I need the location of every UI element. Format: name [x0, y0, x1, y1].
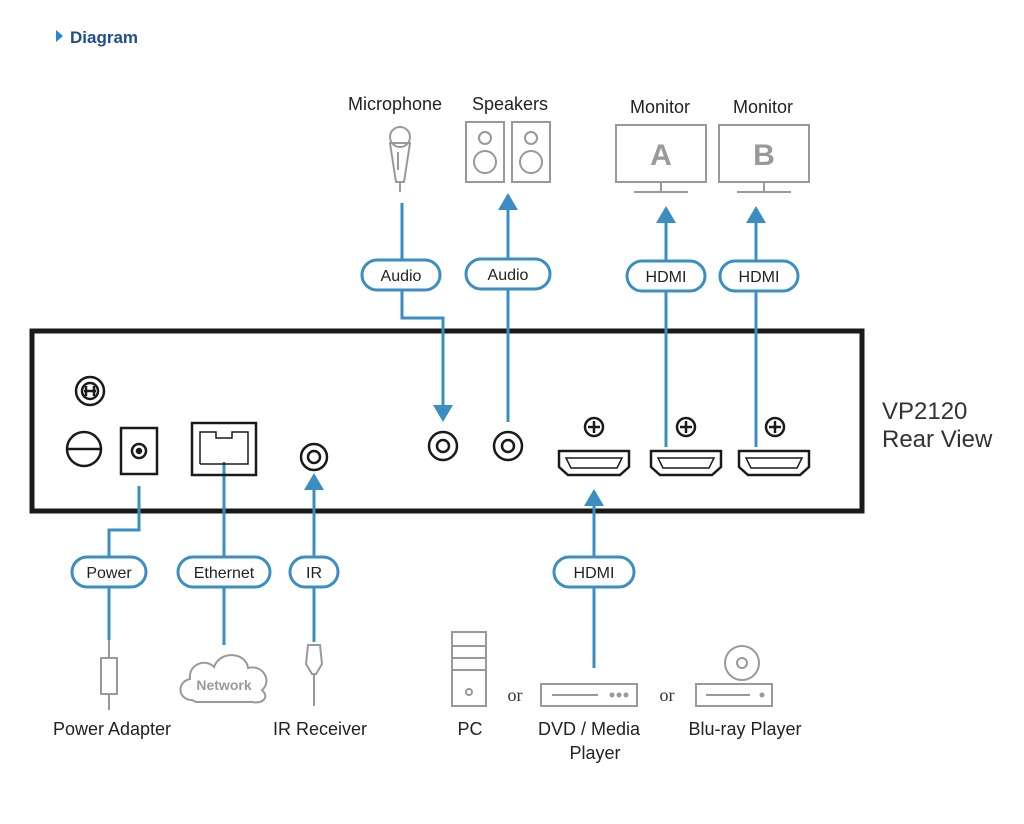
panel-ports — [65, 375, 811, 477]
pc-label: PC — [457, 719, 482, 739]
svg-text:HDMI: HDMI — [739, 269, 780, 286]
monitor-a-label: Monitor — [630, 97, 690, 117]
svg-text:Power: Power — [86, 565, 132, 582]
cable-labels: Audio Audio HDMI HDMI Power Ethernet IR — [70, 257, 800, 589]
section-title: Diagram — [70, 28, 138, 47]
speaker-audio-pill: Audio — [464, 257, 552, 291]
svg-text:IR: IR — [306, 565, 322, 582]
dc-power-jack-icon — [119, 426, 159, 476]
cables — [107, 203, 758, 668]
svg-text:Network: Network — [196, 677, 251, 693]
microphone-label: Microphone — [348, 94, 442, 114]
arrowheads — [304, 193, 766, 506]
bluray-player-icon — [695, 645, 773, 707]
hdmi-in-pill: HDMI — [552, 555, 636, 589]
hdmi-out-a-port-icon — [649, 416, 723, 477]
or-separator-1: or — [508, 685, 523, 705]
network-cloud-icon: Network — [179, 654, 268, 704]
arrow-up-icon — [746, 206, 766, 223]
arrow-up-icon — [656, 206, 676, 223]
arrow-up-icon — [304, 473, 324, 490]
ir-receiver-label: IR Receiver — [273, 719, 367, 739]
device-view: Rear View — [882, 426, 993, 453]
arrow-down-icon — [433, 405, 453, 422]
svg-text:Ethernet: Ethernet — [194, 565, 255, 582]
mic-jack-icon — [427, 430, 459, 462]
hdmi-b-pill: HDMI — [718, 259, 800, 293]
svg-text:Audio: Audio — [381, 268, 422, 285]
ir-receiver-icon — [304, 644, 324, 706]
power-switch-icon — [65, 430, 103, 468]
power-pill: Power — [70, 555, 148, 589]
speakers-label: Speakers — [472, 94, 548, 114]
triangle-bullet-icon — [56, 30, 63, 42]
speaker-jack-icon — [492, 430, 524, 462]
ethernet-pill: Ethernet — [176, 555, 272, 589]
mic-audio-pill: Audio — [360, 258, 442, 292]
arrow-up-icon — [498, 193, 518, 210]
svg-text:A: A — [650, 139, 672, 172]
bluray-player-label: Blu-ray Player — [688, 719, 801, 739]
monitor-b-label: Monitor — [733, 97, 793, 117]
svg-text:B: B — [753, 139, 775, 172]
ground-screw-icon — [74, 375, 106, 407]
power-adapter-icon — [100, 640, 118, 710]
dvd-player-label-line1: DVD / Media — [538, 719, 641, 739]
or-separator-2: or — [660, 685, 675, 705]
svg-text:HDMI: HDMI — [646, 269, 687, 286]
arrow-up-icon — [584, 489, 604, 506]
monitor-a-icon: A — [615, 124, 707, 193]
speakers-icon — [465, 121, 551, 183]
microphone-icon — [388, 126, 412, 192]
hdmi-a-pill: HDMI — [625, 259, 707, 293]
dvd-player-icon — [540, 683, 638, 707]
hdmi-in-port-icon — [557, 416, 631, 477]
ir-pill: IR — [288, 555, 340, 589]
hdmi-out-b-port-icon — [737, 416, 811, 477]
mic-audio-cable — [400, 203, 445, 407]
svg-text:HDMI: HDMI — [574, 565, 615, 582]
svg-text:Audio: Audio — [488, 267, 529, 284]
power-adapter-label: Power Adapter — [53, 719, 171, 739]
section-header: Diagram — [56, 28, 138, 47]
dvd-player-label-line2: Player — [569, 743, 620, 763]
device-rear-panel — [29, 328, 865, 514]
ethernet-port-icon — [190, 421, 258, 477]
ir-jack-icon — [299, 442, 329, 472]
device-model: VP2120 — [882, 398, 967, 425]
monitor-b-icon: B — [718, 124, 810, 193]
pc-icon — [451, 631, 487, 707]
